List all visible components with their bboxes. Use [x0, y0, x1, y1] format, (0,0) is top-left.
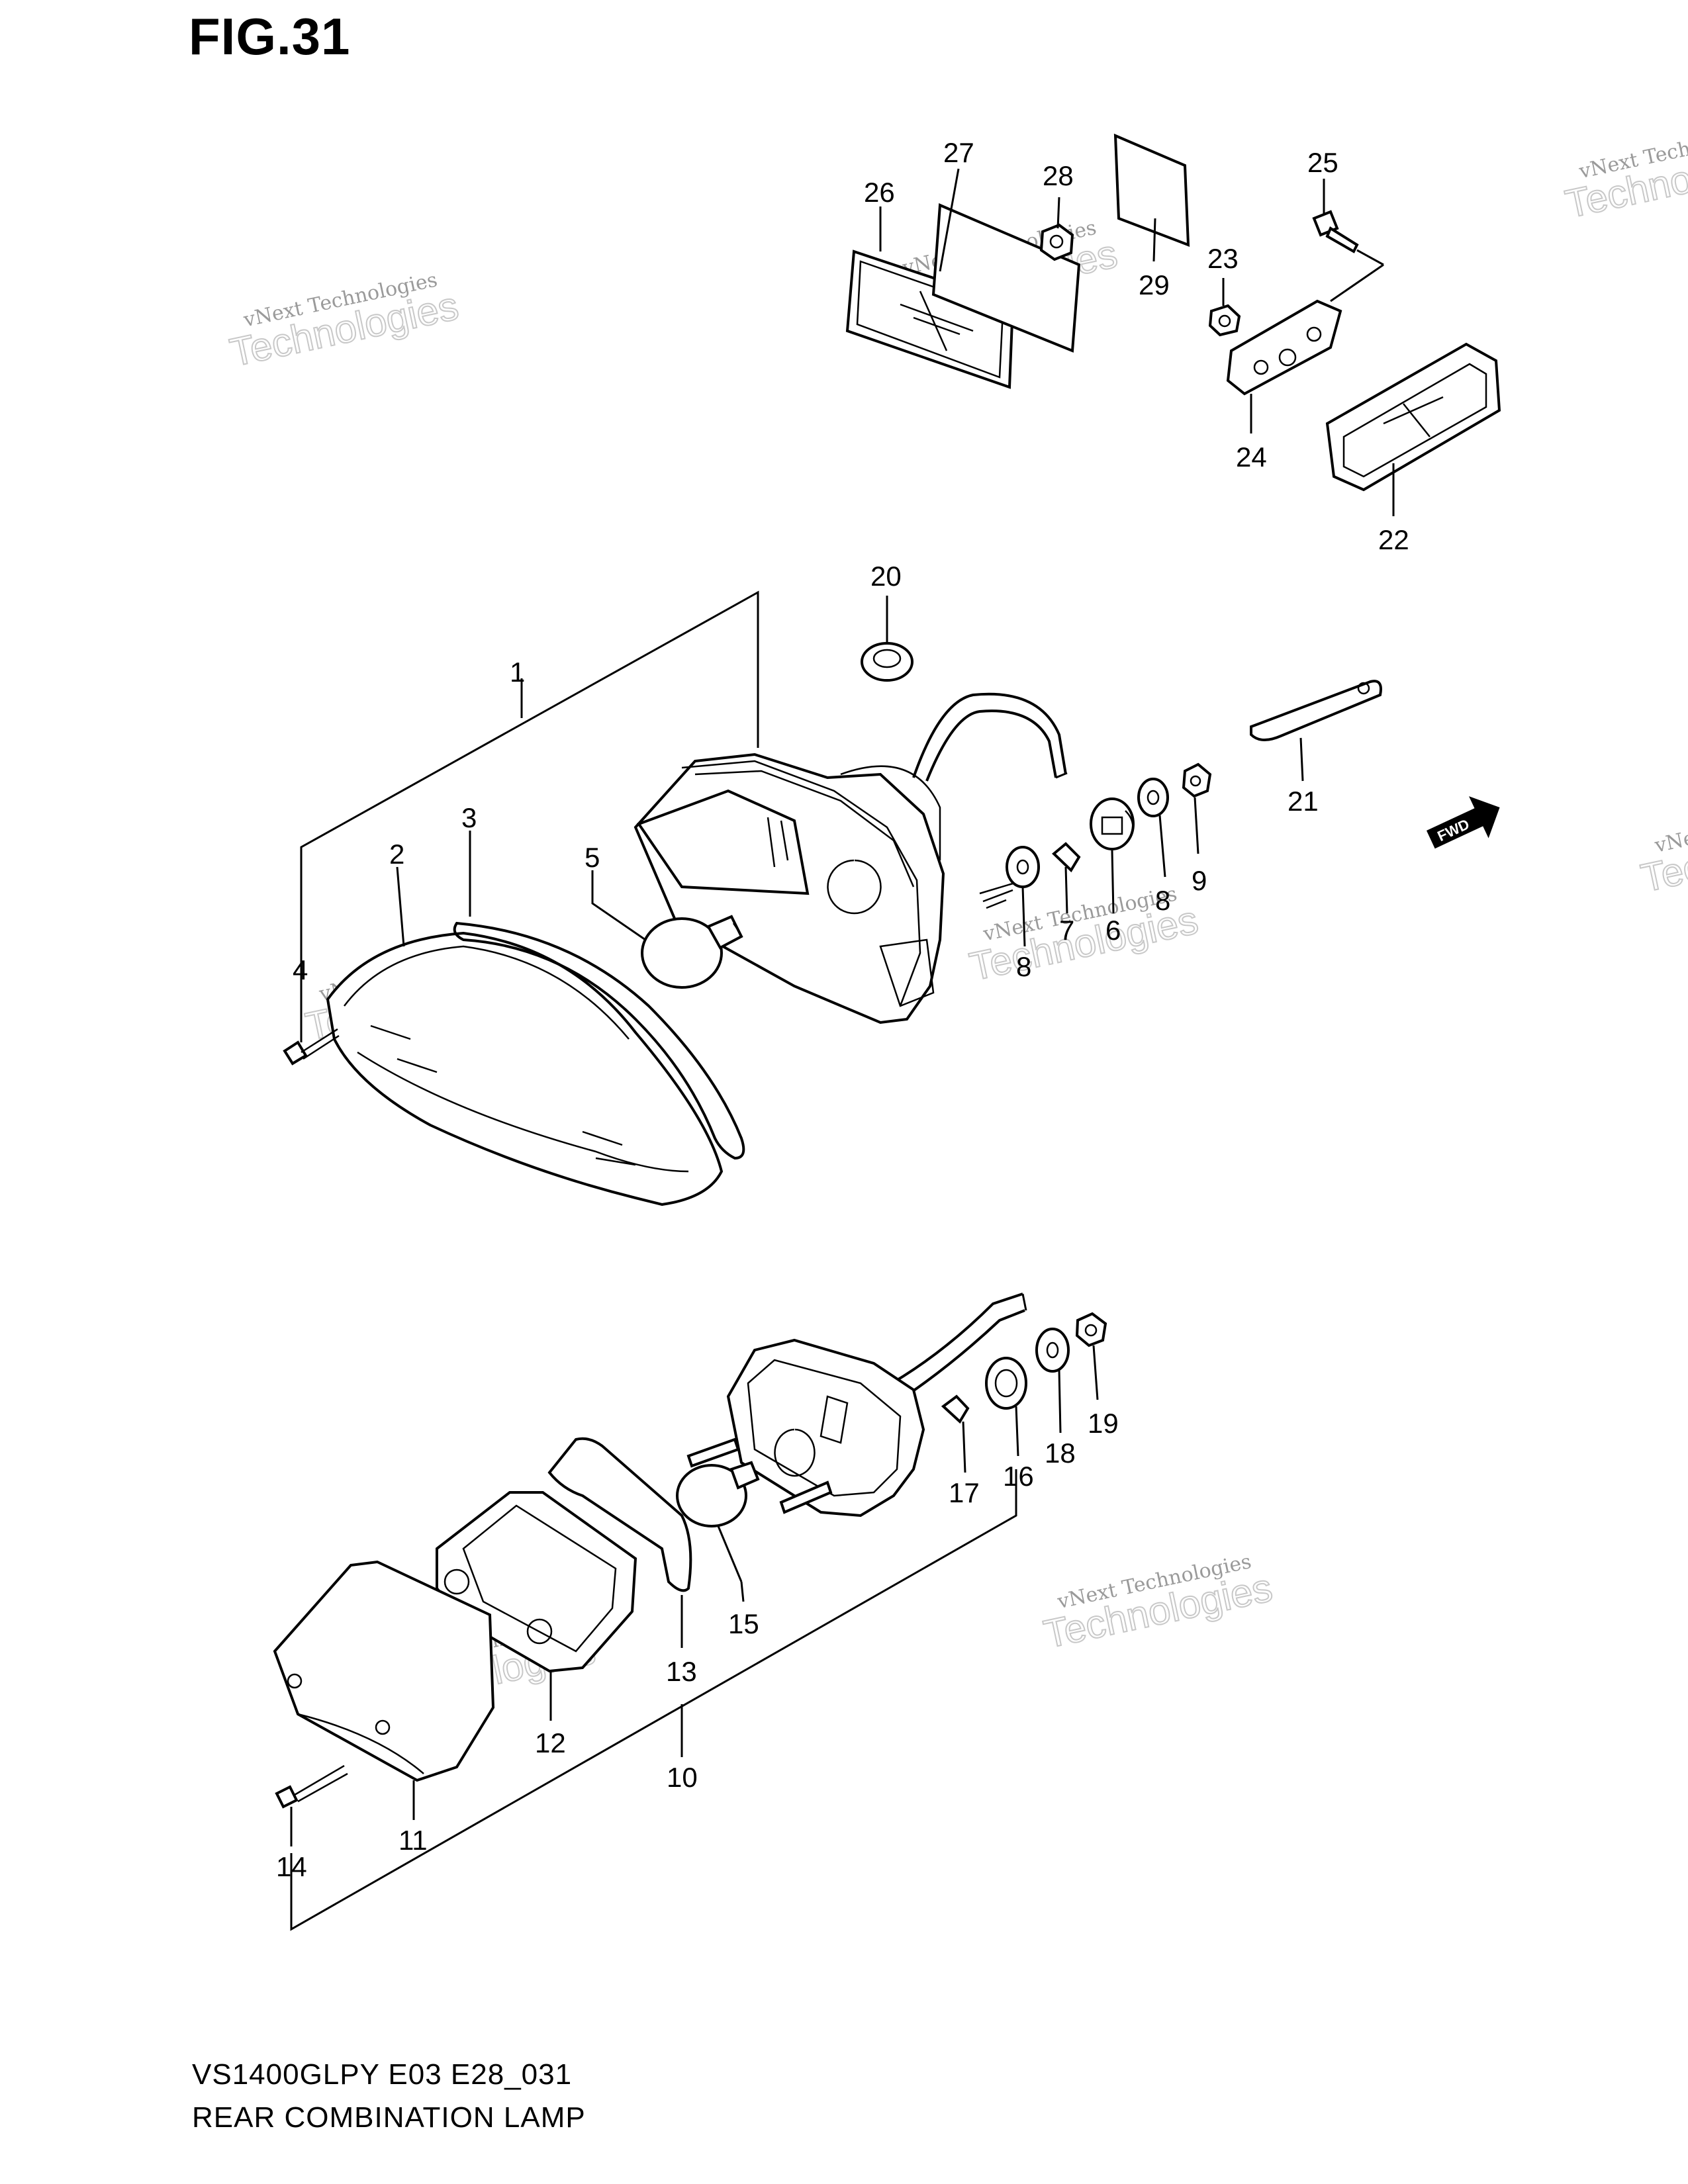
- grommet-20: [861, 642, 914, 682]
- part-label: 9: [1192, 865, 1207, 896]
- cover-11: [273, 1560, 495, 1782]
- part-label: 19: [1088, 1408, 1119, 1439]
- clamp-21: [1250, 680, 1382, 741]
- nut-9: [1182, 762, 1212, 798]
- nut-19: [1075, 1312, 1107, 1347]
- part-label: 29: [1139, 269, 1170, 300]
- stud-bolt: [979, 882, 1013, 909]
- bolt-25: [1312, 210, 1359, 253]
- part-label: 20: [870, 561, 902, 592]
- collar-17: [941, 1394, 970, 1424]
- part-label: 15: [728, 1608, 759, 1639]
- part-label: 5: [585, 842, 600, 873]
- reflector-base-27: [931, 203, 1081, 353]
- part-label: 12: [535, 1727, 566, 1758]
- screw-4: [283, 1028, 340, 1066]
- bulb-15: [676, 1461, 760, 1527]
- figure-caption: REAR COMBINATION LAMP: [192, 2101, 586, 2134]
- part-label: 8: [1016, 951, 1031, 982]
- license-lamp-housing: [686, 1338, 925, 1518]
- part-label: 18: [1045, 1437, 1076, 1469]
- part-label: 6: [1105, 915, 1121, 946]
- washer-8-left: [1006, 846, 1040, 888]
- part-label: 7: [1059, 915, 1074, 946]
- nut-28: [1039, 223, 1074, 261]
- screw-14: [275, 1764, 348, 1809]
- fwd-direction-badge: FWD: [1427, 796, 1500, 849]
- part-label: 13: [666, 1656, 697, 1687]
- collar-7: [1052, 842, 1081, 873]
- part-label: 27: [943, 137, 974, 168]
- model-code: VS1400GLPY E03 E28_031: [192, 2058, 573, 2091]
- pad-29: [1113, 133, 1190, 247]
- part-label: 11: [399, 1825, 428, 1856]
- damper-16: [985, 1357, 1027, 1410]
- part-label: 25: [1307, 147, 1338, 178]
- part-label: 24: [1236, 441, 1267, 473]
- washer-18: [1035, 1328, 1070, 1373]
- part-label: 16: [1003, 1461, 1034, 1492]
- nut-23: [1208, 304, 1241, 337]
- part-label: 14: [276, 1851, 307, 1882]
- bracket-24: [1226, 299, 1342, 396]
- part-labels: 1 2 3 4 5 6 7 8 8 9 10 11 12 13 14 15 16…: [276, 137, 1409, 1882]
- part-label: 2: [389, 839, 404, 870]
- part-label: 8: [1155, 885, 1170, 916]
- gasket-13: [547, 1437, 692, 1592]
- part-label: 23: [1207, 243, 1239, 274]
- bulb-5: [641, 915, 743, 989]
- lamp-wire: [912, 692, 1067, 778]
- reflector-22: [1325, 342, 1501, 492]
- lens-2: [326, 931, 724, 1206]
- lamp-housing: [633, 752, 945, 1024]
- part-label: 26: [864, 177, 895, 208]
- part-label: 4: [293, 954, 308, 985]
- part-label: 28: [1043, 160, 1074, 191]
- part-label: 21: [1288, 786, 1319, 817]
- damper-6: [1090, 797, 1135, 850]
- gasket-3: [453, 921, 745, 1160]
- watermark-text: Technologies: [1637, 809, 1688, 900]
- part-label: 3: [461, 802, 477, 833]
- part-label: 10: [667, 1762, 698, 1793]
- figure-title: FIG.31: [189, 7, 351, 66]
- washer-8-right: [1137, 778, 1169, 817]
- part-label: 1: [510, 657, 525, 688]
- part-label: 17: [949, 1477, 980, 1508]
- part-label: 22: [1378, 524, 1409, 555]
